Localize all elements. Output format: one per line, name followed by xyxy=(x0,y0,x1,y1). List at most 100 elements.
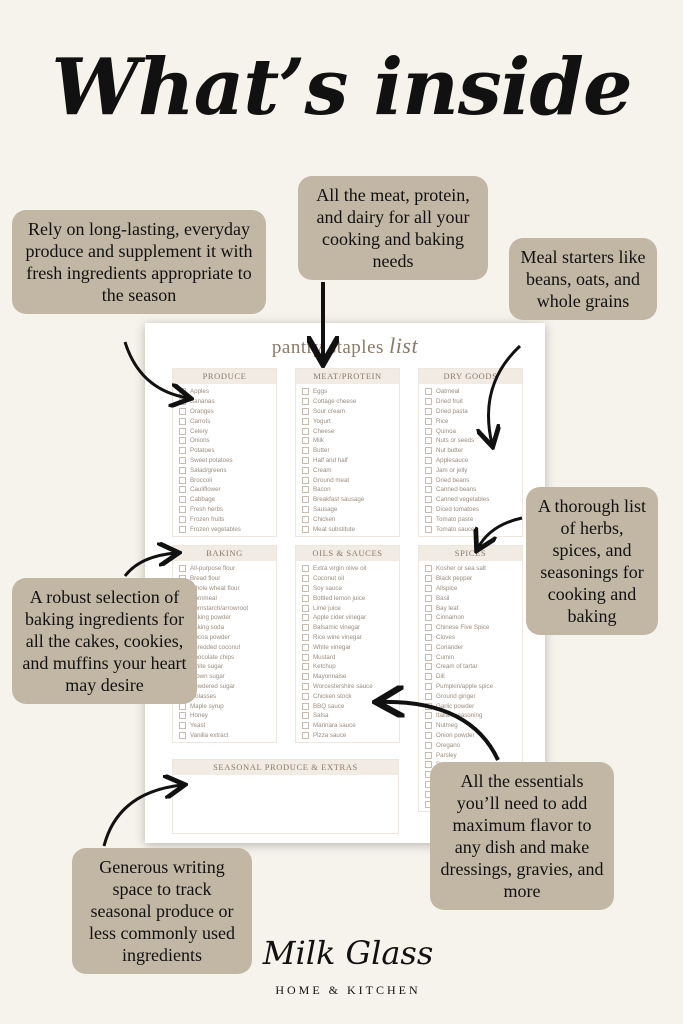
oils-item-label: Rice wine vinegar xyxy=(313,633,362,641)
produce-item: Apples xyxy=(179,387,270,397)
meat-item-label: Eggs xyxy=(313,388,328,396)
produce-item-label: Oranges xyxy=(190,407,214,415)
produce-item-label: Cauliflower xyxy=(190,486,221,494)
callout-spices: A thorough list of herbs, spices, and se… xyxy=(526,487,658,635)
meat-item: Cottage cheese xyxy=(302,397,393,407)
oils-item-label: Chicken stock xyxy=(313,692,352,700)
baking-item-label: Shredded coconut xyxy=(190,643,241,651)
checkbox-icon xyxy=(302,437,309,445)
spices-item: Kosher or sea salt xyxy=(425,564,516,574)
baking-item: All-purpose flour xyxy=(179,564,270,574)
checkbox-icon xyxy=(425,624,432,632)
checkbox-icon xyxy=(425,673,432,681)
baking-item-label: All-purpose flour xyxy=(190,565,236,573)
meat-item-label: Bacon xyxy=(313,486,331,494)
baking-heading: BAKING xyxy=(173,546,276,561)
checkbox-icon xyxy=(302,643,309,651)
spices-item-label: Dill xyxy=(436,673,445,681)
dry-item-label: Rice xyxy=(436,417,449,425)
produce-item-label: Carrots xyxy=(190,417,211,425)
dry-item: Dried fruit xyxy=(425,397,516,407)
seasonal-heading: SEASONAL PRODUCE & EXTRAS xyxy=(173,760,398,775)
checkbox-icon xyxy=(425,525,432,533)
oils-item-label: BBQ sauce xyxy=(313,702,345,710)
meat-item-label: Milk xyxy=(313,437,324,445)
spices-item-label: Garlic powder xyxy=(436,702,475,710)
checkbox-icon xyxy=(179,486,186,494)
spices-item: Nutmeg xyxy=(425,721,516,731)
dry-item: Tomato sauce xyxy=(425,524,516,534)
checkbox-icon xyxy=(179,496,186,504)
spices-item: Oregano xyxy=(425,740,516,750)
spices-item: Chinese Five Spice xyxy=(425,623,516,633)
spices-item: Cumin xyxy=(425,652,516,662)
spices-item: Basil xyxy=(425,593,516,603)
oils-item-label: Coconut oil xyxy=(313,575,344,583)
checkbox-icon xyxy=(179,505,186,513)
seasonal-box: SEASONAL PRODUCE & EXTRAS xyxy=(172,759,399,834)
oils-item: Mustard xyxy=(302,652,393,662)
spices-item-label: Pumpkin/apple spice xyxy=(436,682,494,690)
checkbox-icon xyxy=(302,505,309,513)
produce-item-label: Celery xyxy=(190,427,208,435)
checkbox-icon xyxy=(302,633,309,641)
produce-item: Celery xyxy=(179,426,270,436)
baking-item-label: Baking soda xyxy=(190,624,225,632)
oils-item: Pizza sauce xyxy=(302,731,393,741)
meat-item: Eggs xyxy=(302,387,393,397)
dry-item-label: Dried fruit xyxy=(436,398,463,406)
spices-item: Parsley xyxy=(425,750,516,760)
checkbox-icon xyxy=(302,702,309,710)
page-title: What’s inside xyxy=(51,42,632,133)
oils-item: Salsa xyxy=(302,711,393,721)
meat-item-label: Half and half xyxy=(313,456,348,464)
checkbox-icon xyxy=(302,565,309,573)
spices-item-label: Onion powder xyxy=(436,731,475,739)
spices-item-label: Parsley xyxy=(436,751,457,759)
produce-item: Frozen vegetables xyxy=(179,524,270,534)
oils-item-label: Apple cider vinegar xyxy=(313,614,366,622)
checkbox-icon xyxy=(302,407,309,415)
checkbox-icon xyxy=(425,614,432,622)
oils-item: BBQ sauce xyxy=(302,701,393,711)
spices-item: Bay leaf xyxy=(425,603,516,613)
produce-item: Salad/greens xyxy=(179,465,270,475)
checkbox-icon xyxy=(425,398,432,406)
meat-item-label: Cottage cheese xyxy=(313,398,357,406)
checkbox-icon xyxy=(302,653,309,661)
checkbox-icon xyxy=(179,466,186,474)
checkbox-icon xyxy=(425,584,432,592)
dry-goods-heading: DRY GOODS xyxy=(419,369,522,384)
oils-item: Ketchup xyxy=(302,662,393,672)
baking-item: Honey xyxy=(179,711,270,721)
checkbox-icon xyxy=(302,624,309,632)
checkbox-icon xyxy=(425,496,432,504)
checkbox-icon xyxy=(302,388,309,396)
dry-item-label: Oatmeal xyxy=(436,388,460,396)
dry-item-label: Tomato sauce xyxy=(436,525,475,533)
dry-item: Jam or jelly xyxy=(425,465,516,475)
oils-item: Bottled lemon juice xyxy=(302,593,393,603)
checkbox-icon xyxy=(302,673,309,681)
callout-dry-goods: Meal starters like beans, oats, and whol… xyxy=(509,238,657,320)
callout-baking: A robust selection of baking ingredients… xyxy=(12,578,197,704)
produce-item-label: Potatoes xyxy=(190,447,215,455)
meat-item: Half and half xyxy=(302,456,393,466)
oils-item: Mayonnaise xyxy=(302,672,393,682)
spices-heading: SPICES xyxy=(419,546,522,561)
spices-item-label: Basil xyxy=(436,594,450,602)
dry-item: Canned beans xyxy=(425,485,516,495)
checkbox-icon xyxy=(425,682,432,690)
checkbox-icon xyxy=(179,731,186,739)
checkbox-icon xyxy=(302,466,309,474)
checkbox-icon xyxy=(302,663,309,671)
dry-item: Rice xyxy=(425,416,516,426)
meat-item: Ground meat xyxy=(302,475,393,485)
dry-item: Nut butter xyxy=(425,446,516,456)
spices-item: Onion powder xyxy=(425,731,516,741)
